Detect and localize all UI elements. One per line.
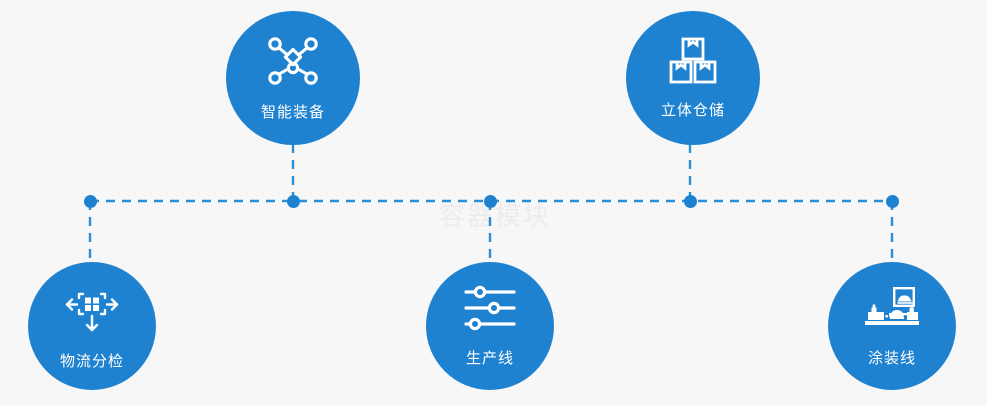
circle-label-production-line: 生产线	[465, 348, 514, 367]
watermark-text: 容器模块	[438, 202, 551, 232]
node-intelligent-equipment[interactable]	[286, 194, 300, 208]
circle-label-logistics-sorting: 物流分检	[59, 351, 124, 370]
circle-production-line[interactable]: 生产线	[426, 262, 554, 390]
circle-logistics-sorting[interactable]: 物流分检	[28, 262, 156, 390]
paint-booth-icon	[863, 285, 921, 331]
sorting-arrows-icon	[64, 282, 120, 334]
node-stereo-warehouse[interactable]	[683, 194, 697, 208]
circle-label-stereo-warehouse: 立体仓储	[660, 100, 725, 119]
circle-stereo-warehouse[interactable]: 立体仓储	[626, 11, 760, 145]
circle-label-intelligent-equipment: 智能装备	[260, 102, 325, 121]
node-logistics-sorting[interactable]	[83, 194, 97, 208]
network-nodes-icon	[267, 35, 319, 87]
node-coating-line[interactable]	[885, 194, 899, 208]
circle-coating-line[interactable]: 涂装线	[828, 262, 956, 390]
circle-intelligent-equipment[interactable]: 智能装备	[226, 11, 360, 145]
circle-label-coating-line: 涂装线	[867, 348, 916, 367]
node-production-line[interactable]	[483, 194, 497, 208]
sliders-icon	[463, 285, 517, 331]
stacked-boxes-icon	[668, 37, 718, 85]
